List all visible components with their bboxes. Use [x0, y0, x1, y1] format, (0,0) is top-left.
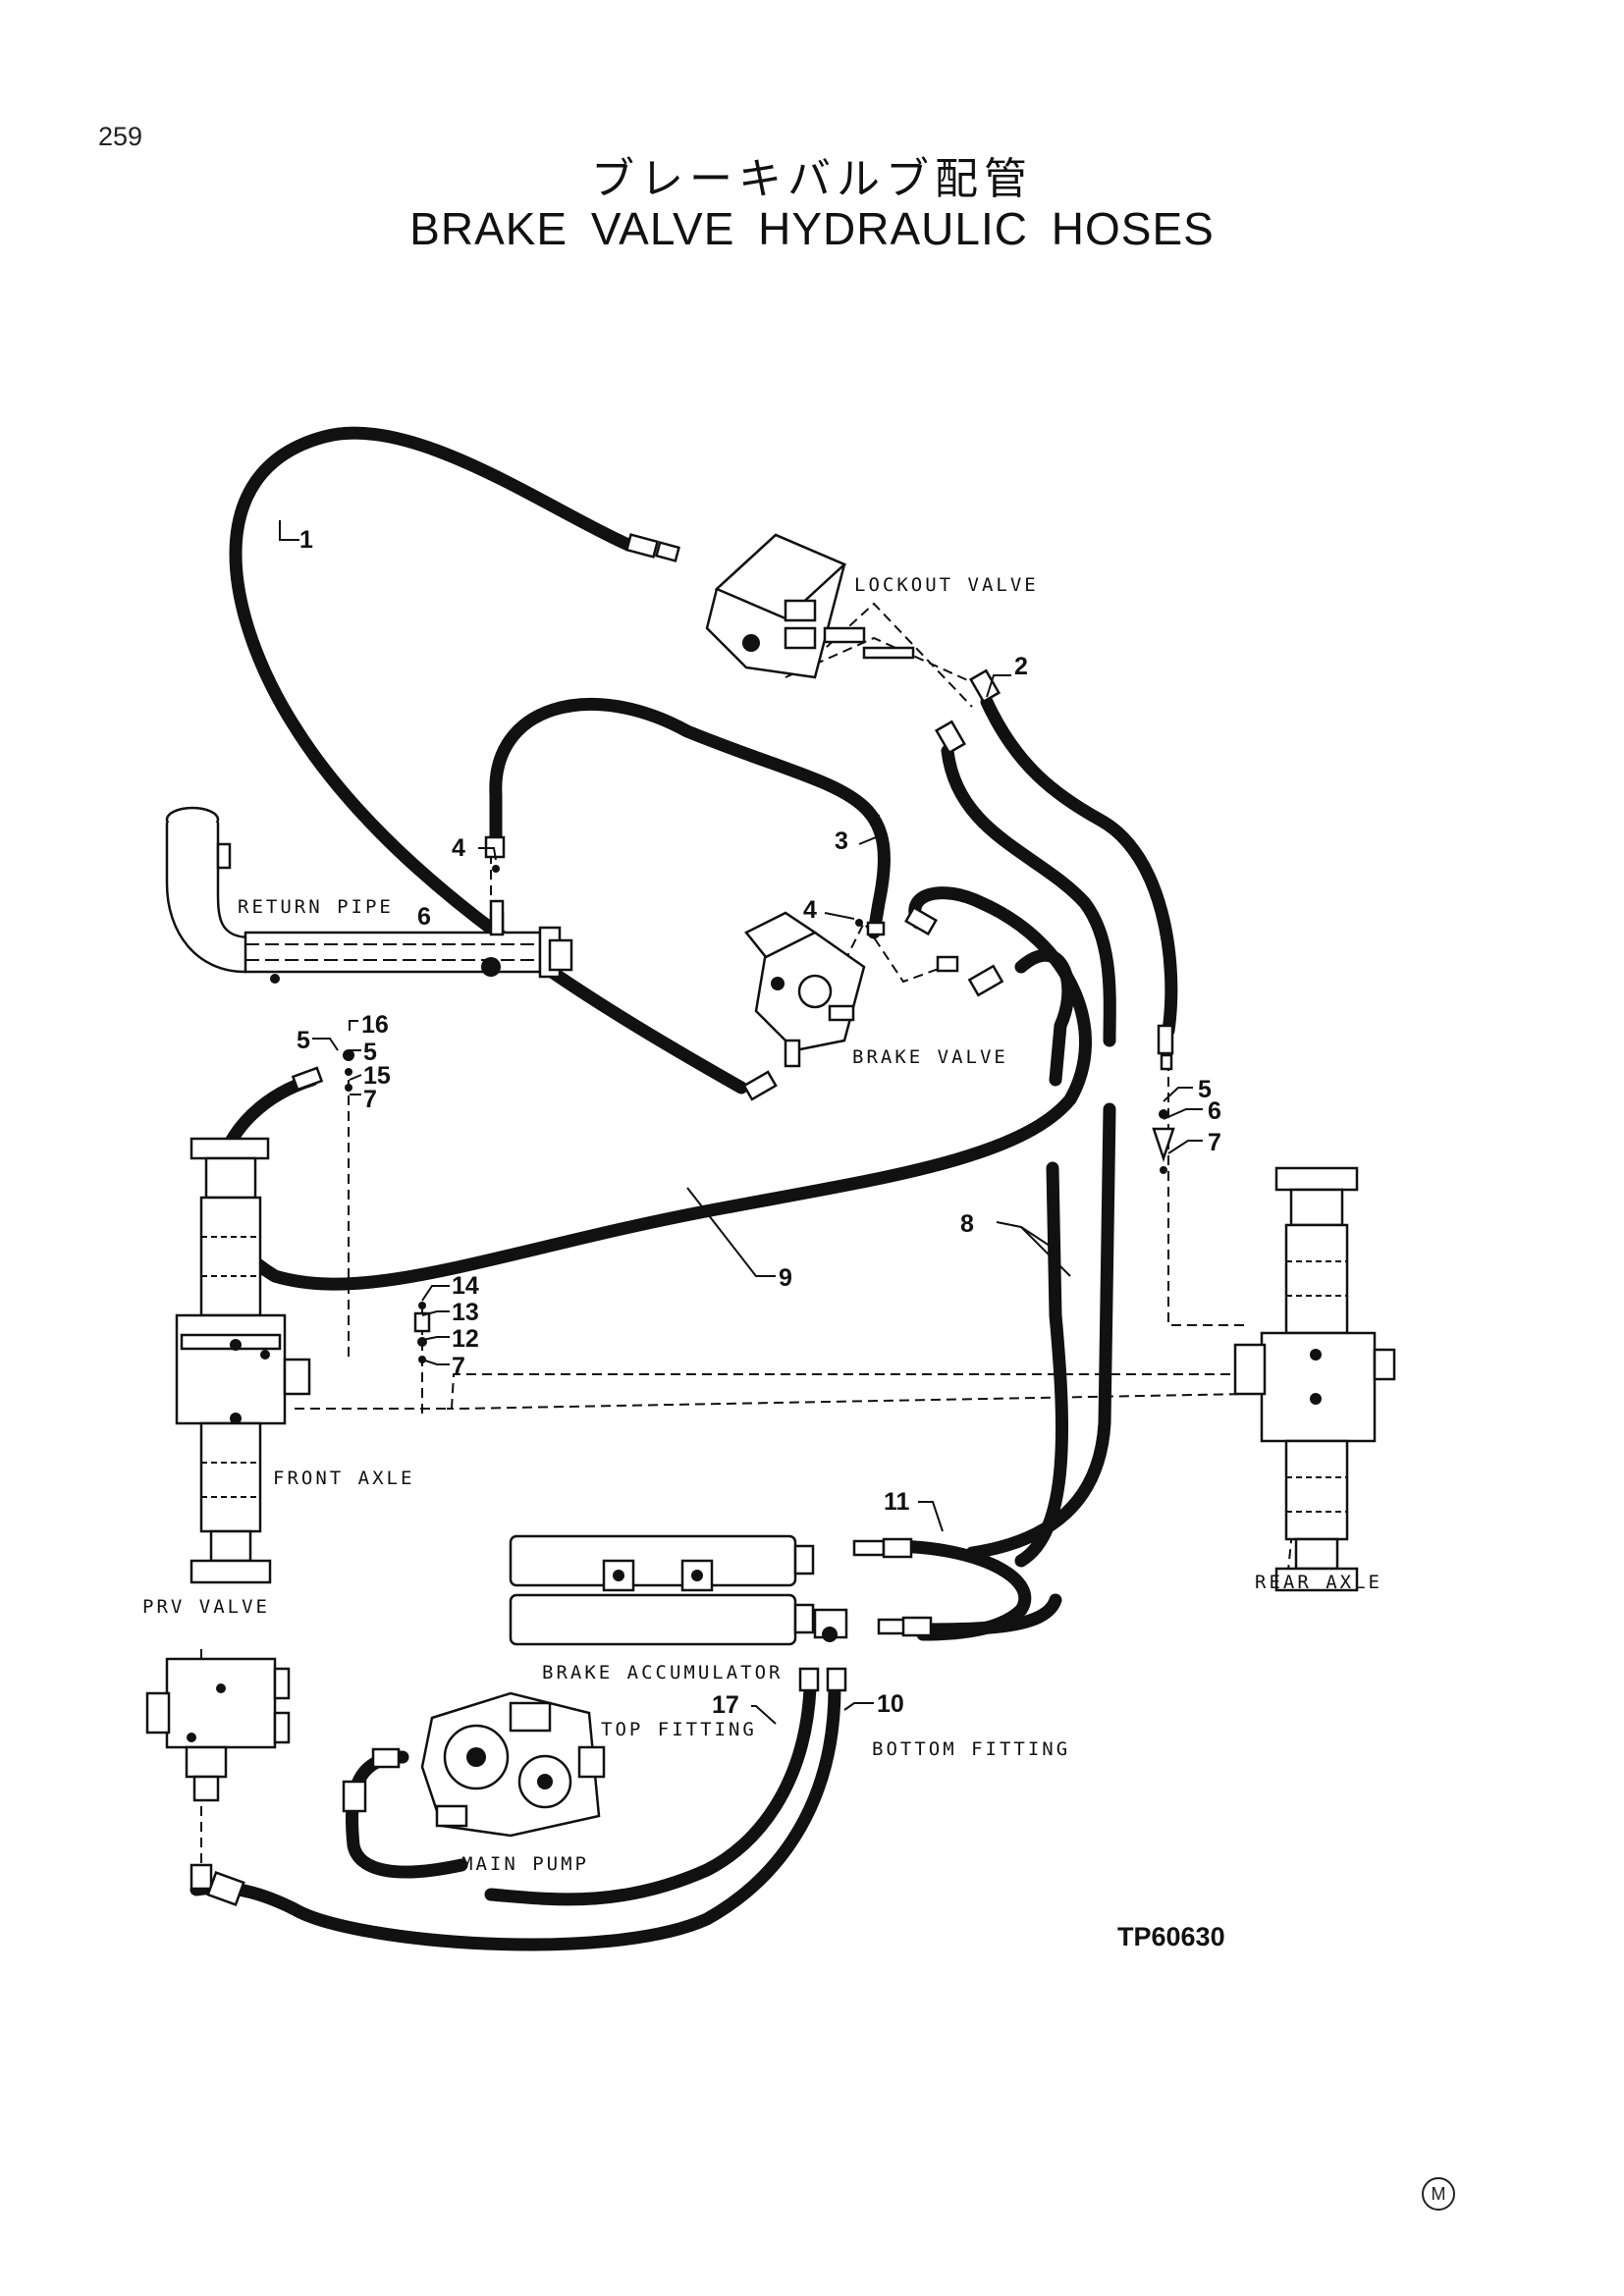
- label-brake-valve: BRAKE VALVE: [852, 1046, 1008, 1068]
- callout-numbers: 1 2 3 4 4 5 16 5 15 7 5 6 7 8 9 14 13 12…: [297, 526, 1221, 1719]
- callout-4b: 4: [803, 896, 817, 924]
- callout-11: 11: [884, 1488, 910, 1516]
- circled-m-mark: M: [1422, 2177, 1455, 2211]
- hose-10: [189, 1682, 841, 1951]
- label-bottom-fitting: BOTTOM FITTING: [872, 1738, 1070, 1760]
- callout-10: 10: [877, 1690, 904, 1718]
- callout-2: 2: [1014, 653, 1028, 680]
- callout-1: 1: [299, 526, 313, 554]
- label-lockout-valve: LOCKOUT VALVE: [854, 574, 1039, 596]
- label-brake-accumulator: BRAKE ACCUMULATOR: [542, 1662, 783, 1683]
- callout-7b: 7: [1208, 1129, 1221, 1156]
- return-pipe: [165, 806, 573, 984]
- callout-6: 6: [1208, 1097, 1221, 1125]
- hose-11-lower: [901, 1593, 1062, 1636]
- component-labels: LOCKOUT VALVE RETURN PIPE BRAKE VALVE FR…: [142, 574, 1382, 1875]
- fittings: [189, 533, 1174, 1907]
- title-english: BRAKE VALVE HYDRAULIC HOSES: [409, 203, 1215, 254]
- page-number: 259: [98, 122, 143, 151]
- callout-3: 3: [835, 828, 848, 855]
- label-main-pump: MAIN PUMP: [461, 1853, 589, 1875]
- label-top-fitting: TOP FITTING: [601, 1719, 757, 1740]
- callout-9: 9: [779, 1264, 792, 1292]
- label-return-pipe: RETURN PIPE: [238, 896, 394, 918]
- leader-lines: [279, 520, 1203, 1725]
- hose-17: [484, 1682, 817, 1906]
- callout-5a: 5: [297, 1027, 310, 1054]
- callout-12: 12: [452, 1325, 479, 1353]
- callout-15: 15: [363, 1062, 391, 1090]
- label-rear-axle: REAR AXLE: [1255, 1572, 1382, 1593]
- callout-13: 13: [452, 1299, 479, 1326]
- hose-8-right: [1014, 1161, 1069, 1568]
- front-axle: [175, 1137, 311, 1584]
- hose-8-left: [965, 1102, 1116, 1560]
- drawing-code: TP60630: [1117, 1922, 1225, 1951]
- callout-4a: 4: [452, 834, 465, 862]
- brake-accumulator: [509, 1534, 848, 1646]
- hose-pump-suction: [345, 1750, 468, 1879]
- prv-valve: [145, 1657, 291, 1802]
- callout-5b: 5: [363, 1039, 377, 1066]
- label-front-axle: FRONT AXLE: [273, 1468, 414, 1489]
- title-japanese: ブレーキバルブ配管: [591, 154, 1033, 204]
- lockout-valve: [705, 533, 915, 679]
- small-components: [343, 865, 1175, 1363]
- callout-6-return: 6: [417, 903, 431, 931]
- rear-axle: [1233, 1166, 1396, 1592]
- main-pump: [420, 1691, 606, 1838]
- callout-7a: 7: [363, 1086, 377, 1113]
- callout-5c: 5: [1198, 1076, 1212, 1103]
- hose-9b: [1014, 948, 1075, 1087]
- label-prv-valve: PRV VALVE: [142, 1596, 270, 1618]
- hose-2-outer: [980, 695, 1178, 1038]
- callout-16: 16: [361, 1011, 389, 1039]
- callout-17: 17: [712, 1691, 739, 1719]
- hose-2-inner: [941, 744, 1116, 1047]
- hose-3: [489, 697, 891, 939]
- callout-14: 14: [452, 1272, 479, 1300]
- brake-valve: [744, 911, 866, 1068]
- callout-8: 8: [960, 1210, 974, 1238]
- callout-7c: 7: [452, 1353, 465, 1380]
